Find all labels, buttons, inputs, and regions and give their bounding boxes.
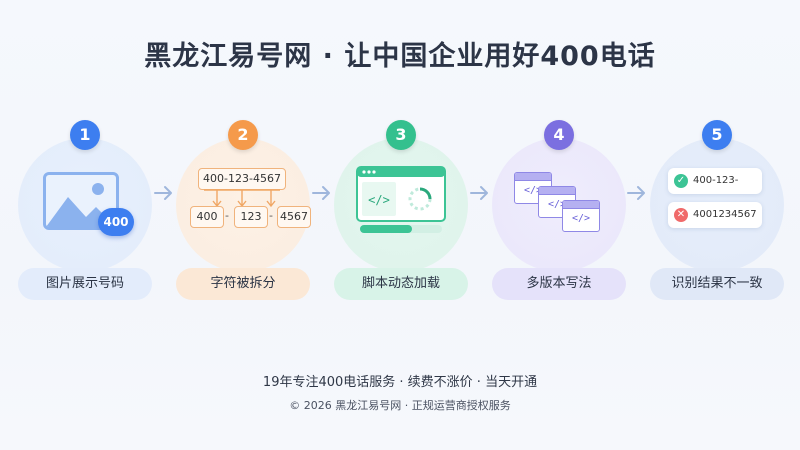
split-arrows-icon (204, 189, 280, 208)
step-2-label: 字符被拆分 (176, 268, 310, 300)
code-symbol: </> (523, 185, 543, 196)
result-wrong-text: 4001234567 (693, 209, 757, 220)
number-part: 4567 (277, 206, 311, 228)
code-window-icon: </> (562, 200, 600, 232)
footer-tagline: 19年专注400电话服务 · 续费不涨价 · 当天开通 (262, 375, 538, 390)
arrow-right-icon (312, 186, 330, 200)
cross-icon: ✕ (674, 208, 688, 222)
separator: - (225, 209, 229, 222)
browser-loading-icon: </> (356, 166, 446, 233)
step-1-number: 1 (70, 120, 100, 150)
result-correct-card: ✓ 400-123-4567 (668, 168, 762, 212)
check-icon: ✓ (674, 174, 688, 188)
arrow-right-icon (470, 186, 488, 200)
phone-number-box: 400-123-4567 (198, 168, 286, 190)
footer-copyright: © 2026 黑龙江易号网 · 正规运营商授权服务 (289, 399, 511, 412)
step-1-label: 图片展示号码 (18, 268, 152, 300)
step-4-number: 4 (544, 120, 574, 150)
step-5-number: 5 (702, 120, 732, 150)
separator: - (269, 209, 273, 222)
arrow-right-icon (154, 186, 172, 200)
step-3-number: 3 (386, 120, 416, 150)
step-3-label: 脚本动态加载 (334, 268, 468, 300)
code-symbol: </> (547, 199, 567, 210)
code-symbol: </> (571, 213, 591, 224)
arrow-right-icon (627, 186, 645, 200)
step-2-number: 2 (228, 120, 258, 150)
result-wrong-card: ✕ 4001234567 (668, 202, 762, 228)
number-part: 123 (234, 206, 268, 228)
number-part: 400 (190, 206, 224, 228)
step-4-label: 多版本写法 (492, 268, 626, 300)
page-title: 黑龙江易号网 · 让中国企业用好400电话 (144, 41, 656, 72)
svg-text:</>: </> (368, 193, 390, 207)
step-5-label: 识别结果不一致 (650, 268, 784, 300)
number-badge: 400 (98, 208, 134, 236)
